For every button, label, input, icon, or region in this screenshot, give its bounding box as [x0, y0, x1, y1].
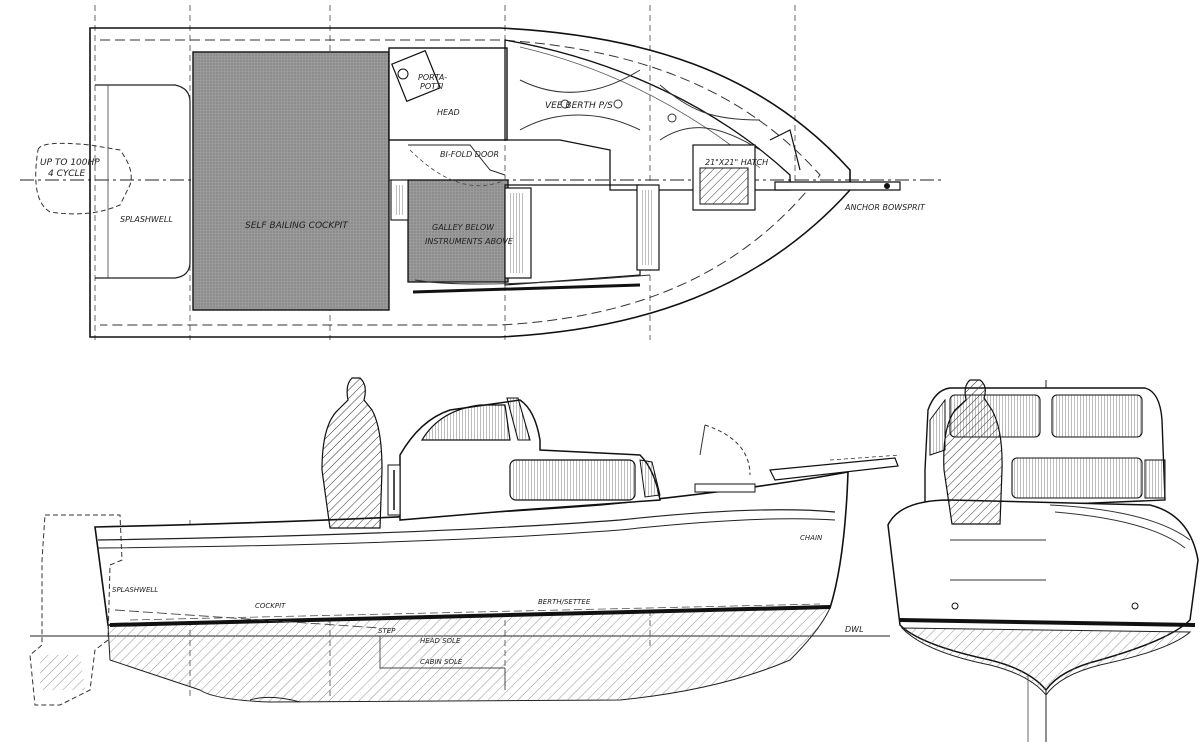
porta-potti-unit [391, 49, 441, 103]
self-bailing-cockpit [192, 51, 390, 311]
bifold-door [408, 144, 506, 176]
label-profile-cabin-sole: CABIN SOLE [420, 658, 463, 666]
end-view-underbody [900, 627, 1192, 696]
label-profile-cockpit: COCKPIT [255, 602, 286, 610]
cabin-window [509, 459, 636, 501]
bow-pulpit [769, 457, 899, 481]
label-profile-dwl: DWL [845, 625, 864, 634]
plan-sheer-inner [100, 39, 821, 326]
porta-potti-icon [397, 68, 409, 80]
sheer-rubrail [97, 509, 836, 541]
human-figure [321, 377, 383, 529]
profile-hull [94, 471, 849, 626]
label-galley: GALLEY BELOW INSTRUMENTS ABOVE [425, 223, 514, 246]
end-view [887, 379, 1199, 742]
label-cockpit: SELF BAILING COCKPIT [245, 221, 349, 231]
galley-area [407, 179, 509, 283]
label-vee-berth: VEE BERTH P/S [545, 101, 613, 111]
label-profile-step: STEP [378, 627, 396, 635]
label-head: HEAD [437, 108, 460, 117]
plan-view: UP TO 100HP 4 CYCLE SPLASHWELL SELF BAIL… [20, 5, 945, 340]
profile-view: SPLASHWELL COCKPIT BERTH/SETTEE CHAIN ST… [29, 377, 901, 706]
label-splashwell: SPLASHWELL [120, 215, 173, 224]
end-view-human-figure [943, 379, 1003, 525]
label-profile-berth: BERTH/SETTEE [538, 598, 591, 606]
anchor-bowsprit [774, 181, 901, 191]
splashwell-outline [95, 84, 191, 279]
label-anchor: ANCHOR BOWSPRIT [844, 203, 926, 212]
pilothouse-window [420, 404, 511, 441]
label-profile-head-sole: HEAD SOLE [420, 637, 461, 645]
boot-stripe [109, 605, 831, 627]
profile-outboard [29, 514, 123, 706]
plan-outboard [35, 142, 132, 215]
label-profile-splashwell: SPLASHWELL [112, 586, 158, 594]
label-bifold-door: BI-FOLD DOOR [440, 150, 499, 159]
label-outboard-l1: UP TO 100HP [40, 158, 100, 168]
profile-underbody [107, 607, 831, 703]
label-hatch: 21"X21" HATCH [705, 158, 768, 167]
vee-berth [519, 69, 761, 151]
label-profile-chain: CHAIN [800, 534, 823, 542]
label-outboard-l2: 4 CYCLE [48, 169, 86, 179]
label-porta-potti: PORTA- POTTI [418, 73, 450, 91]
label-outboard: UP TO 100HP 4 CYCLE [40, 158, 103, 179]
